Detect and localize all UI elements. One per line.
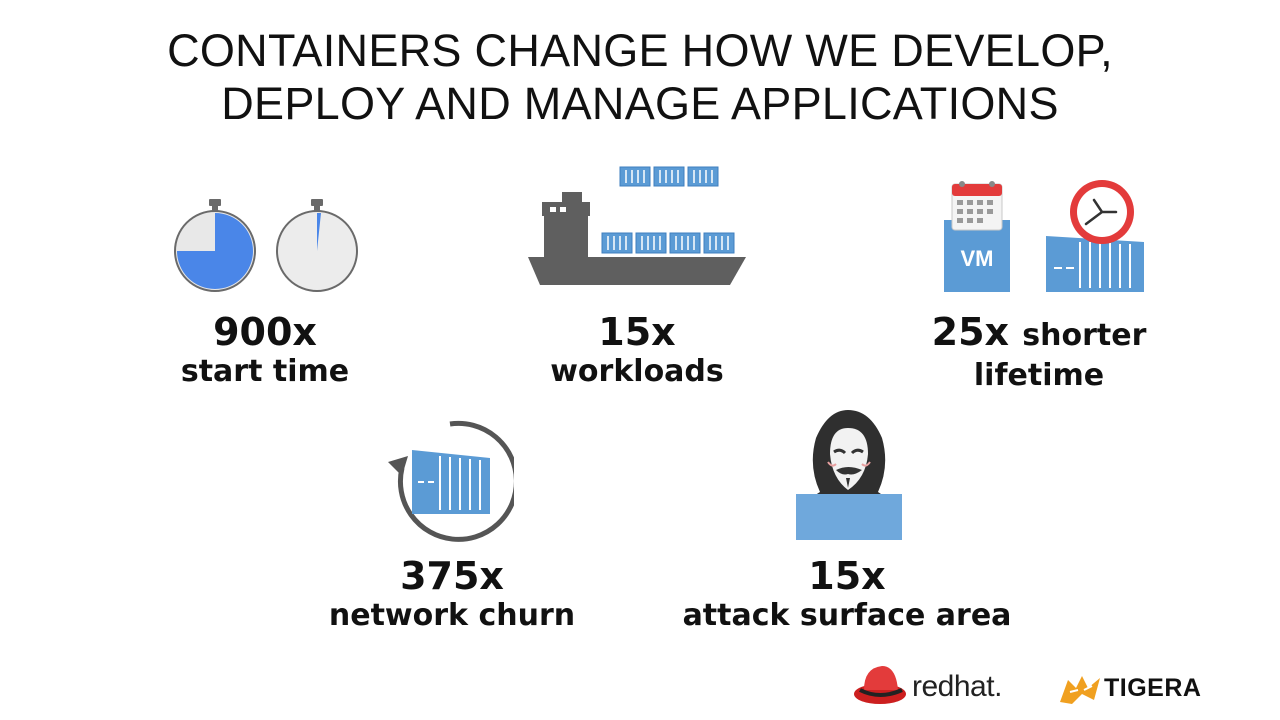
stat-network-churn: 375x network churn [302, 555, 602, 635]
container-cycle-icon [388, 420, 514, 542]
stat-label: attack surface area [682, 598, 1012, 633]
tigera-logo-icon [1060, 676, 1100, 704]
vm-calendar-container-clock-icon: VM [944, 180, 1144, 292]
hacker-icon [796, 410, 902, 540]
stat-label: start time [180, 354, 350, 389]
stat-lifetime: 25x shorter lifetime [900, 311, 1178, 395]
stat-label-inline: shorter [1022, 318, 1147, 353]
stat-number: 900x [213, 310, 317, 354]
redhat-logo-text: redhat. [912, 670, 1002, 703]
container-ship-icon [528, 166, 746, 285]
title-line-1: CONTAINERS CHANGE HOW WE DEVELOP, [167, 25, 1113, 76]
stat-start-time: 900x start time [140, 311, 390, 391]
stat-number: 375x [400, 554, 504, 598]
stat-number: 25x [931, 310, 1010, 354]
stat-workloads: 15x workloads [512, 311, 762, 391]
title-line-2: DEPLOY AND MANAGE APPLICATIONS [221, 78, 1059, 129]
stat-attack-surface: 15x attack surface area [652, 555, 1042, 635]
stat-label: workloads [550, 354, 724, 389]
stat-number: 15x [808, 554, 886, 598]
stopwatch-icon [174, 199, 358, 292]
stat-label: network churn [328, 598, 576, 633]
slide-title: CONTAINERS CHANGE HOW WE DEVELOP, DEPLOY… [0, 24, 1280, 130]
stat-label: lifetime [973, 358, 1105, 393]
redhat-logo-icon [854, 666, 906, 704]
tigera-logo-text: TIGERA [1104, 674, 1202, 702]
vm-label: VM [961, 246, 994, 271]
stat-number: 15x [598, 310, 676, 354]
